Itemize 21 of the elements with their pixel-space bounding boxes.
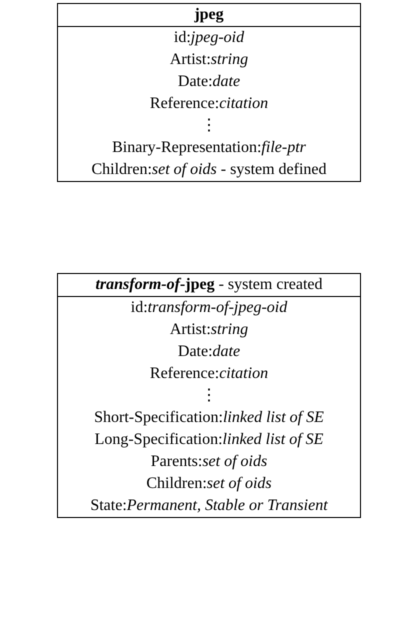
- attribute-text: Children:set of oids: [146, 475, 272, 492]
- attribute-text: Reference:citation: [150, 95, 268, 112]
- entity-box: [57, 273, 361, 518]
- attribute-text: id:jpeg-oid: [174, 29, 244, 46]
- attribute-text: Date:date: [178, 343, 240, 360]
- attribute-text: Long-Specification:linked list of SE: [94, 431, 324, 448]
- attribute-text: ⋮: [201, 387, 217, 404]
- attribute-text: State:Permanent, Stable or Transient: [90, 497, 328, 514]
- attribute-text: Short-Specification:linked list of SE: [94, 409, 324, 426]
- attribute-text: Date:date: [178, 73, 240, 90]
- attribute-text: Reference:citation: [150, 365, 268, 382]
- attribute-text: Children:set of oids - system defined: [91, 161, 327, 178]
- entity-heading: jpeg: [194, 6, 224, 23]
- attribute-text: ⋮: [201, 117, 217, 134]
- attribute-text: Artist:string: [170, 321, 248, 338]
- entity-heading: transform-of-jpeg - system created: [95, 276, 323, 293]
- entity-box: [57, 3, 361, 182]
- attribute-text: id:transform-of-jpeg-oid: [130, 299, 288, 316]
- attribute-text: Binary-Representation:file-ptr: [112, 139, 306, 156]
- attribute-text: Artist:string: [170, 51, 248, 68]
- attribute-text: Parents:set of oids: [150, 453, 268, 470]
